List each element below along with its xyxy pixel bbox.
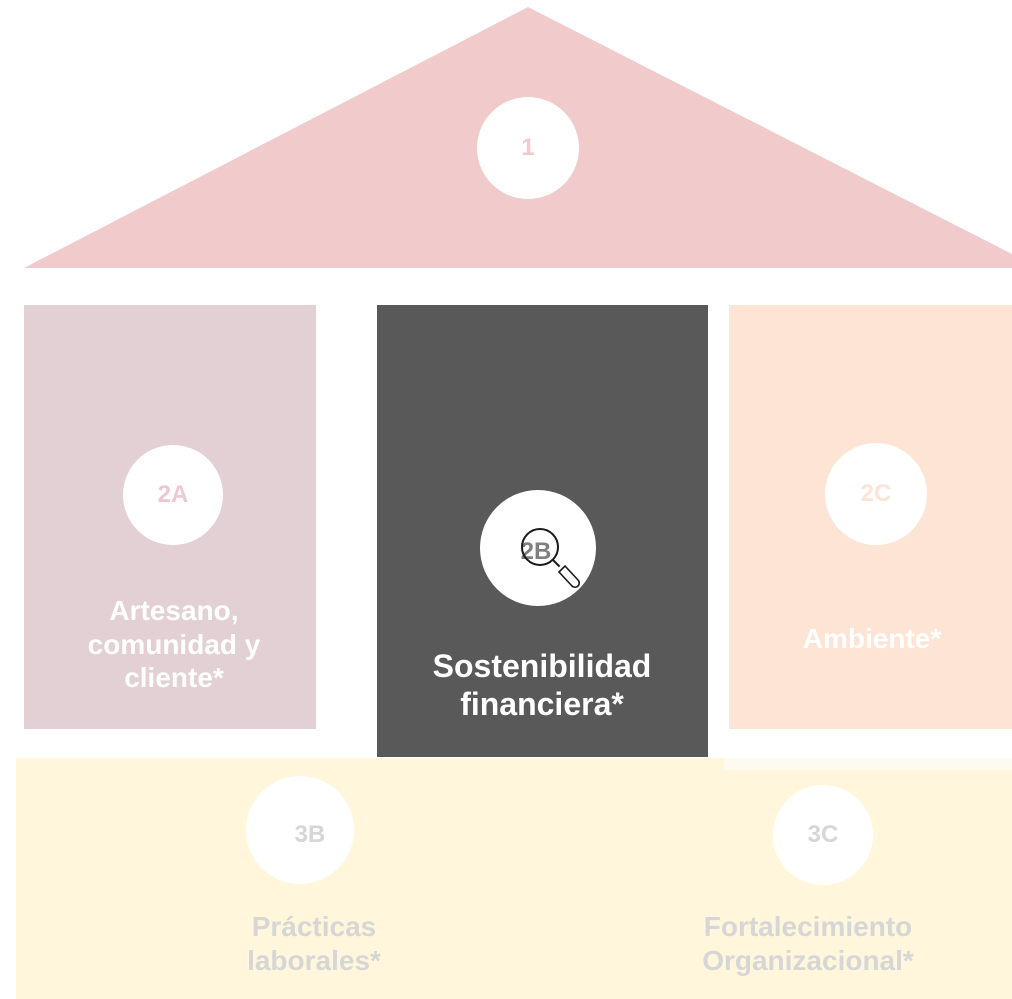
section-3c-label-line: Fortalecimiento	[703, 911, 913, 942]
pillar-2c-badge-text: 2C	[860, 480, 892, 507]
pillar-2c-label-text: Ambiente*	[802, 623, 942, 654]
section-3c-label: Fortalecimiento Organizacional*	[670, 910, 946, 977]
section-3b-badge: 3B	[246, 776, 354, 884]
pillar-2a-label-line: cliente*	[124, 662, 224, 694]
pillar-2c-badge: 2C	[825, 443, 927, 545]
section-3c-badge-text: 3C	[807, 821, 839, 848]
section-3b-label-line: laborales*	[247, 944, 381, 976]
roof-badge: 1	[477, 97, 579, 199]
section-3b-badge-text: 3B	[294, 821, 326, 848]
section-3b-label-line: Prácticas	[251, 911, 377, 942]
pillar-2c-label: Ambiente*	[740, 622, 1004, 656]
base-step	[724, 758, 1012, 770]
magnifier-handle-border	[557, 564, 581, 589]
pillar-2a-label-line: Artesano,	[109, 595, 239, 626]
pillar-2b-badge-text: 2B	[520, 538, 552, 565]
section-3c-label-line: Organizacional*	[702, 944, 914, 976]
pillar-2b-label-line: financiera*	[460, 686, 624, 723]
pillar-2a-badge-text: 2A	[157, 481, 189, 508]
section-3c-badge: 3C	[773, 785, 873, 885]
magnifier-icon	[521, 528, 581, 589]
magnifier-lens	[521, 528, 559, 566]
pillar-2b-label: Sostenibilidad financiera*	[392, 647, 692, 724]
pillar-2a-badge: 2A	[123, 445, 223, 545]
section-3b-label: Prácticas laborales*	[180, 910, 448, 977]
pillar-2b-label-line: Sostenibilidad	[432, 648, 652, 684]
pillar-2a-label-line: comunidad y	[87, 628, 261, 660]
pillar-2a-label: Artesano, comunidad y cliente*	[40, 594, 308, 695]
roof-badge-text: 1	[521, 134, 535, 161]
